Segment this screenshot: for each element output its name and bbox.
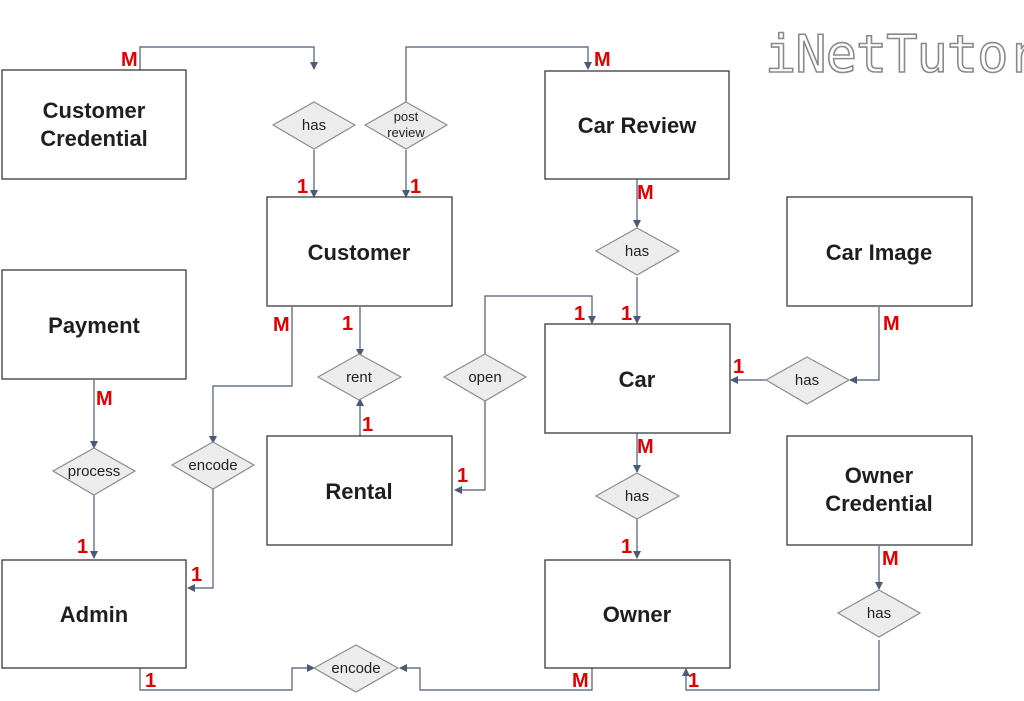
relationship-open: open — [442, 353, 528, 402]
relationship-label: encode — [331, 660, 380, 677]
relationship-label: open — [468, 369, 501, 386]
cardinality-label: 1 — [342, 313, 353, 335]
entity-admin: Admin — [1, 559, 187, 669]
relationship-encode-customer-admin: encode — [170, 441, 256, 490]
entity-owner-credential: Owner Credential — [786, 435, 973, 546]
entity-label: Customer — [308, 240, 411, 265]
relationship-label: process — [68, 463, 121, 480]
cardinality-label: M — [637, 436, 654, 458]
entity-label: Car Image — [826, 240, 932, 265]
entity-label: Car Review — [578, 113, 698, 138]
cardinality-label: M — [273, 314, 290, 336]
entity-rental: Rental — [266, 435, 453, 546]
cardinality-label: M — [594, 49, 611, 71]
cardinality-label: 1 — [621, 303, 632, 325]
entity-label: Payment — [48, 313, 140, 338]
relationship-label: has — [795, 372, 819, 389]
relationship-has-customer-credential: has — [271, 101, 357, 150]
entity-label: Car — [619, 367, 656, 392]
relationship-label: has — [302, 117, 326, 134]
cardinality-label: 1 — [362, 414, 373, 436]
relationship-has-car-review: has — [594, 227, 681, 276]
entity-label-line: Credential — [825, 491, 933, 516]
cardinality-label: 1 — [574, 303, 585, 325]
relationship-encode-admin-owner: encode — [312, 644, 400, 693]
cardinality-label: M — [883, 313, 900, 335]
entity-payment: Payment — [1, 269, 187, 380]
entity-customer: Customer — [266, 196, 453, 307]
relationship-process: process — [51, 447, 137, 496]
cardinality-label: M — [882, 548, 899, 570]
relationship-rent: rent — [316, 353, 403, 401]
cardinality-label: M — [96, 388, 113, 410]
cardinality-label: 1 — [77, 536, 88, 558]
entity-label-line: Customer — [43, 98, 146, 123]
relationship-label-line: post — [394, 109, 419, 124]
relationship-label: has — [867, 605, 891, 622]
relationship-post-review: post review — [363, 101, 449, 150]
relationship-has-car-owner: has — [594, 472, 681, 520]
cardinality-label: 1 — [733, 356, 744, 378]
cardinality-label: M — [121, 49, 138, 71]
entity-label: Owner — [603, 602, 672, 627]
cardinality-label: M — [637, 182, 654, 204]
entity-customer-credential: Customer Credential — [1, 69, 187, 180]
cardinality-labels: M 1 1 M M 1 1 M 1 1 1 M 1 M 1 1 M 1 M 1 … — [77, 49, 900, 692]
entity-label-line: Credential — [40, 126, 148, 151]
relationship-has-car-image: has — [764, 356, 851, 405]
relationship-label: has — [625, 243, 649, 260]
entity-label: Admin — [60, 602, 128, 627]
cardinality-label: 1 — [688, 670, 699, 692]
cardinality-label: 1 — [145, 670, 156, 692]
relationship-label-line: review — [387, 125, 425, 140]
entity-car: Car — [544, 323, 731, 434]
cardinality-label: 1 — [191, 564, 202, 586]
entity-label-line: Owner — [845, 463, 914, 488]
relationship-label: has — [625, 488, 649, 505]
relationship-has-owner-credential: has — [836, 589, 922, 638]
cardinality-label: M — [572, 670, 589, 692]
cardinality-label: 1 — [621, 536, 632, 558]
entity-label: Rental — [325, 479, 392, 504]
entity-owner: Owner — [544, 559, 731, 669]
entity-car-review: Car Review — [544, 70, 730, 180]
relationship-label: rent — [346, 369, 373, 386]
connectors — [90, 46, 883, 691]
entity-car-image: Car Image — [786, 196, 973, 307]
watermark-logo: iNetTutor.com — [765, 25, 1024, 85]
cardinality-label: 1 — [297, 176, 308, 198]
cardinality-label: 1 — [410, 176, 421, 198]
relationship-label: encode — [188, 457, 237, 474]
cardinality-label: 1 — [457, 465, 468, 487]
